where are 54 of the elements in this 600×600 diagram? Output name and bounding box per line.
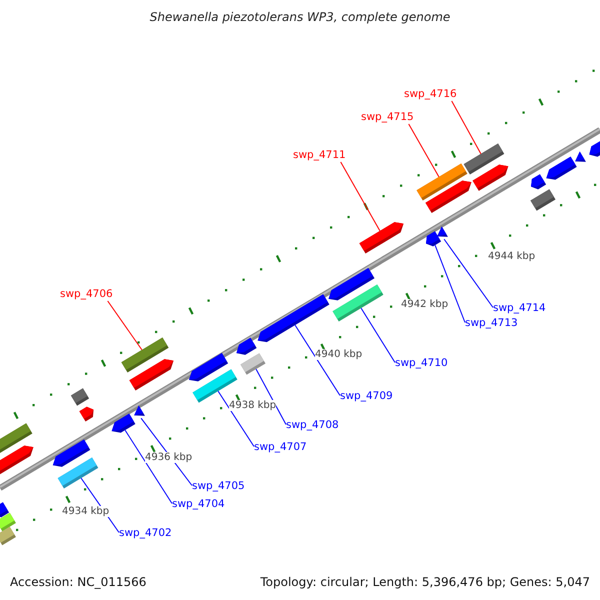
gene-label: swp_4708 — [286, 419, 339, 432]
gene-pentagon — [531, 174, 546, 190]
gene-pentagon — [359, 222, 404, 254]
gene-label: swp_4710 — [395, 357, 448, 370]
gene-label: swp_4707 — [254, 441, 307, 454]
leader-line — [360, 308, 396, 363]
gene-pentagon — [52, 440, 90, 467]
gene-block — [332, 284, 384, 322]
gene-block — [530, 189, 556, 211]
footer-text: Topology: circular; Length: 5,396,476 bp; Genes: 5,047 — [260, 575, 590, 589]
gene-triangle — [134, 406, 145, 416]
gene-pentagon — [425, 180, 472, 214]
gene-pentagon — [129, 359, 174, 390]
gene-label: swp_4705 — [192, 480, 245, 493]
gene-block — [240, 353, 266, 375]
gene-label: swp_4704 — [172, 498, 225, 511]
scale-label: 4944 kbp — [488, 251, 536, 262]
gene-pentagon — [589, 140, 600, 157]
gene-label: swp_4714 — [493, 302, 546, 315]
gene-label: swp_4713 — [465, 317, 518, 330]
gene-label: swp_4716 — [404, 88, 457, 101]
scale-label: 4940 kbp — [315, 349, 362, 360]
gene-label: swp_4706 — [60, 288, 113, 301]
scale-label: 4934 kbp — [62, 506, 110, 517]
gene-label: swp_4709 — [340, 390, 393, 403]
gene-pentagon — [426, 231, 442, 246]
footer-text: Accession: NC_011566 — [10, 575, 146, 589]
gene-pentagon — [79, 406, 94, 422]
gene-label: swp_4711 — [293, 149, 346, 162]
scale-label: 4938 kbp — [229, 400, 276, 411]
gene-pentagon — [546, 156, 577, 180]
gene-pentagon — [472, 164, 508, 191]
leader-line — [340, 162, 380, 232]
gene-block — [58, 458, 98, 488]
gene-label: swp_4702 — [119, 527, 172, 540]
leader-line — [218, 390, 254, 447]
gene-label: swp_4715 — [361, 111, 414, 124]
gene-triangle — [437, 226, 448, 237]
gene-pentagon — [258, 294, 330, 342]
leader-line — [444, 238, 494, 308]
scale-label: 4936 kbp — [145, 452, 192, 463]
leader-line — [451, 100, 482, 154]
gene-triangle — [575, 152, 586, 162]
scale-label: 4942 kbp — [401, 299, 448, 310]
gene-pentagon — [112, 414, 136, 433]
gene-block — [0, 526, 16, 546]
leader-line — [107, 300, 142, 350]
gene-block — [70, 388, 90, 406]
title: Shewanella piezotolerans WP3, complete genome — [148, 10, 452, 24]
gene-pentagon — [236, 338, 257, 355]
leader-line — [434, 244, 466, 323]
leader-line — [124, 430, 172, 504]
leader-line — [408, 124, 440, 178]
leader-line — [294, 324, 340, 396]
